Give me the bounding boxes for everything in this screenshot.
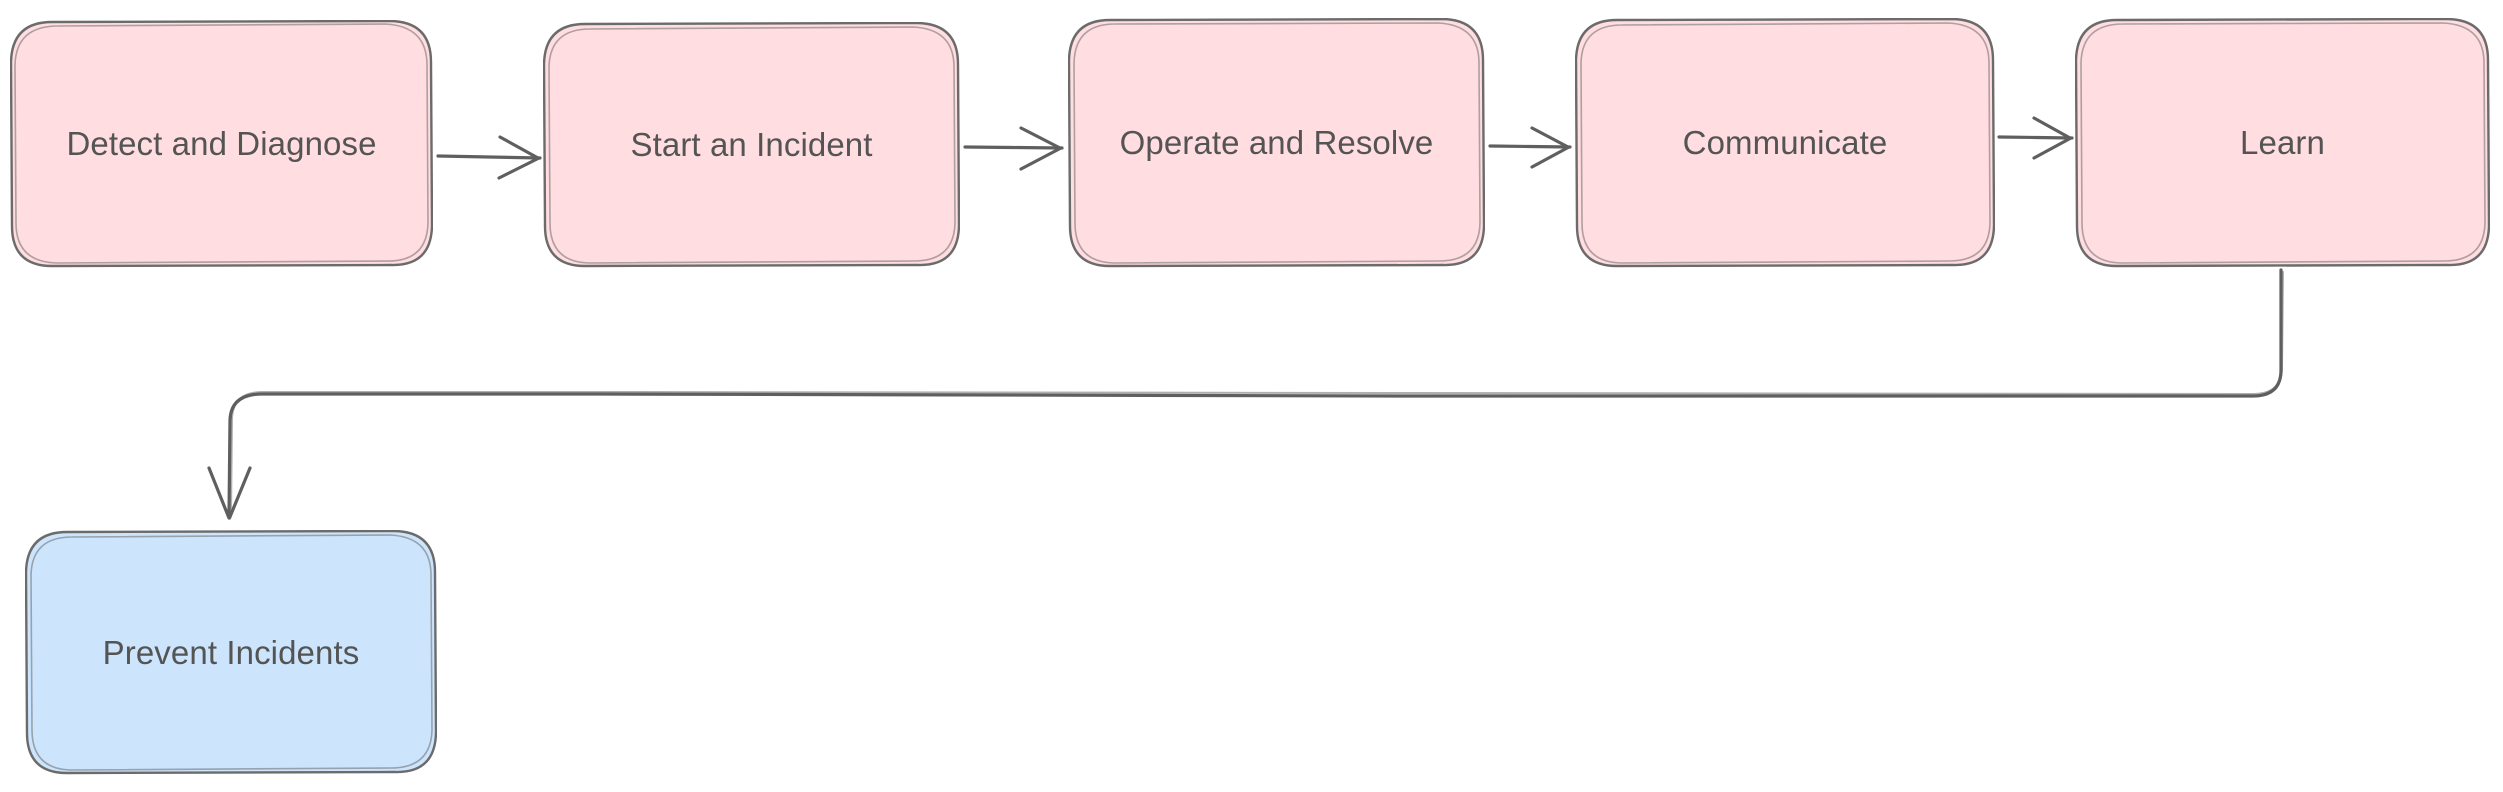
edge-start-to-operate [963, 126, 1064, 171]
sketch-overlay [230, 271, 2284, 515]
edge-detect-to-start [436, 135, 542, 180]
node-shape-rounded-rect [10, 20, 433, 268]
node-shape-rounded-rect [25, 530, 437, 775]
node-label: Learn [2240, 124, 2325, 162]
node-learn[interactable]: Learn [2075, 18, 2490, 268]
node-communicate[interactable]: Communicate [1575, 18, 1995, 268]
node-label: Operate and Resolve [1119, 124, 1434, 162]
node-shape-rounded-rect [543, 22, 960, 268]
node-prevent-incidents[interactable]: Prevent Incidents [25, 530, 437, 775]
node-shape-rounded-rect [1575, 18, 1995, 268]
edge-learn-to-prevent [207, 268, 2283, 520]
node-label: Communicate [1682, 124, 1888, 162]
node-detect-and-diagnose[interactable]: Detect and Diagnose [10, 20, 433, 268]
node-label: Start an Incident [630, 126, 873, 164]
node-start-an-incident[interactable]: Start an Incident [543, 22, 960, 268]
node-label: Detect and Diagnose [66, 125, 377, 163]
node-label: Prevent Incidents [102, 633, 360, 671]
node-shape-rounded-rect [2075, 18, 2490, 268]
edge-operate-to-communicate [1488, 126, 1572, 169]
edge-communicate-to-learn [1997, 116, 2074, 160]
node-operate-and-resolve[interactable]: Operate and Resolve [1068, 18, 1485, 268]
node-shape-rounded-rect [1068, 18, 1485, 268]
